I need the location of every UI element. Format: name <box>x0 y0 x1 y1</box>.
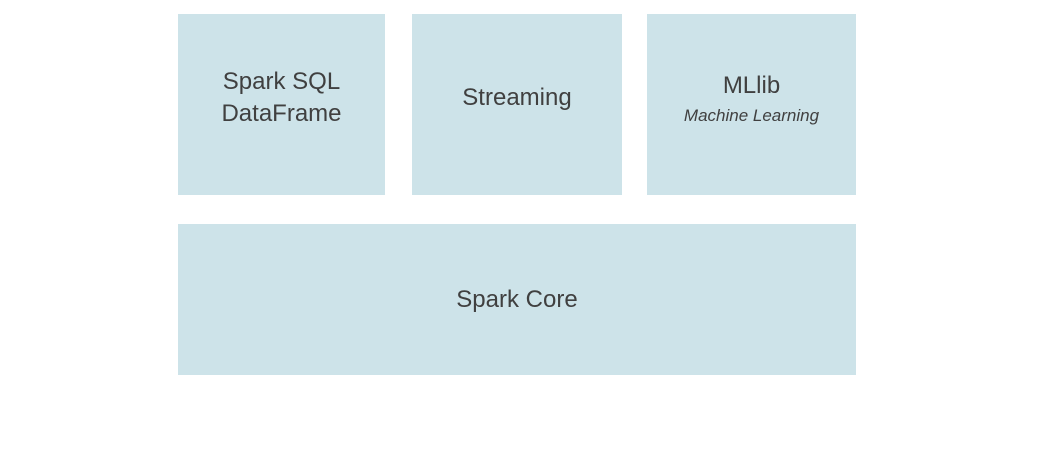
spark-core-box: Spark Core <box>178 224 856 375</box>
spark-sql-box: Spark SQL DataFrame <box>178 14 385 195</box>
mllib-label: MLlib <box>722 71 781 99</box>
mllib-box: MLlib Machine Learning <box>647 14 856 195</box>
streaming-box: Streaming <box>412 14 622 195</box>
mllib-subtitle-label: Machine Learning <box>683 106 820 126</box>
spark-sql-label: Spark SQL DataFrame <box>221 68 342 127</box>
spark-core-label: Spark Core <box>456 285 578 313</box>
streaming-label: Streaming <box>462 83 572 111</box>
